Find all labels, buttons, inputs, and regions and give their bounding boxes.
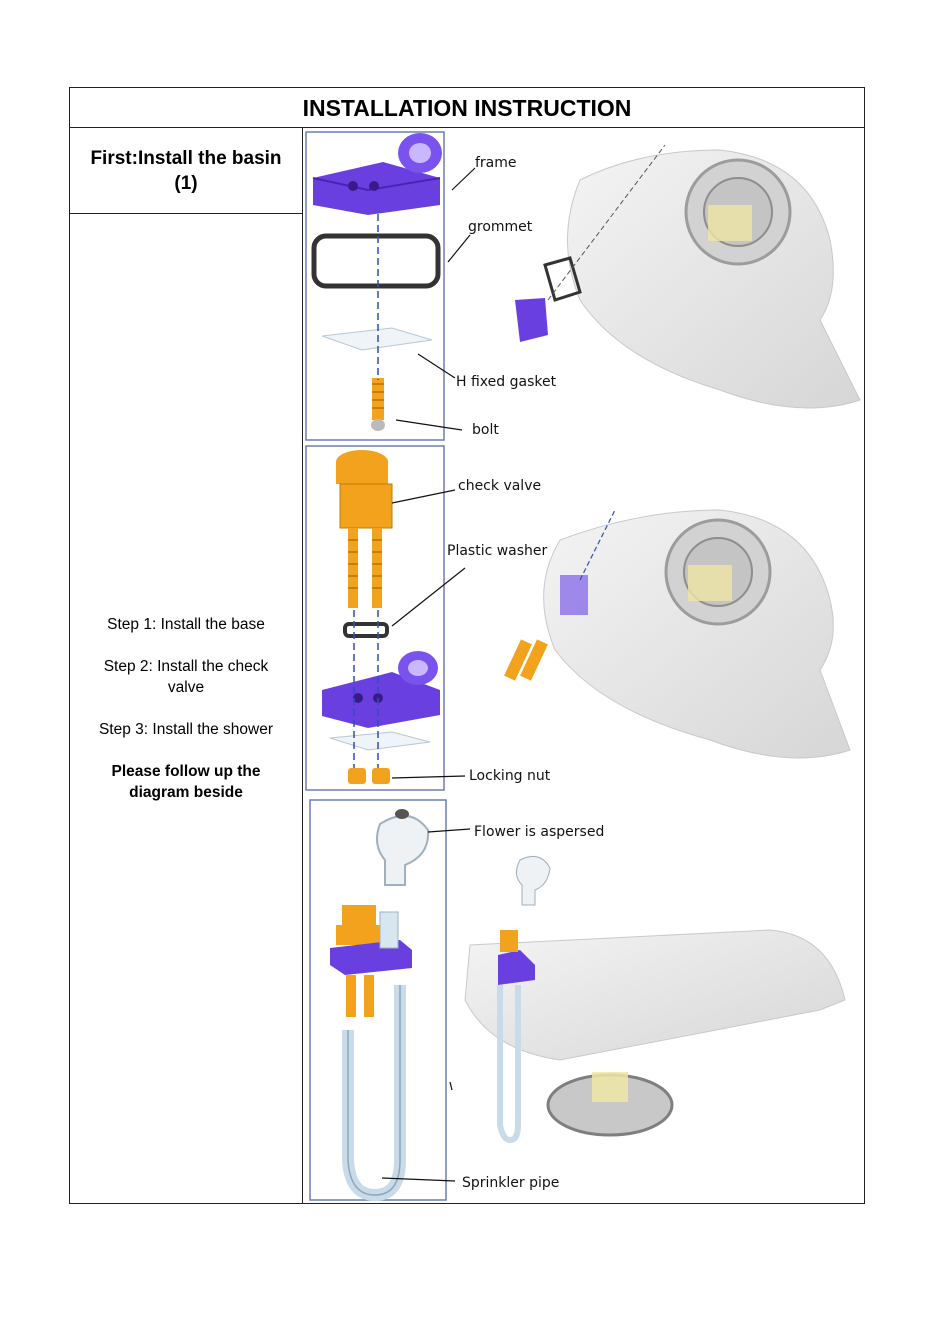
label-frame: frame — [475, 155, 517, 171]
label-grommet: grommet — [468, 219, 533, 235]
shower-head-part — [377, 809, 428, 885]
frame-part — [313, 133, 442, 215]
label-plastic-washer: Plastic washer — [447, 543, 548, 559]
basin-2 — [504, 510, 850, 758]
panel-3-border — [310, 800, 446, 1200]
grommet-part — [314, 236, 438, 286]
label-locking-nut: Locking nut — [469, 768, 551, 784]
label-flower-is-aspersed: Flower is aspersed — [474, 824, 604, 840]
base-part-2 — [322, 651, 440, 750]
check-valve-part — [336, 450, 392, 608]
basin-3 — [465, 856, 845, 1140]
basin-1 — [515, 145, 860, 408]
label-bolt: bolt — [472, 422, 499, 438]
label-h-fixed-gasket: H fixed gasket — [456, 374, 557, 390]
label-sprinkler-pipe: Sprinkler pipe — [462, 1175, 559, 1191]
plastic-washer-part — [345, 624, 387, 636]
locking-nut-part — [348, 768, 390, 784]
label-check-valve: check valve — [458, 478, 541, 494]
bolt-part — [371, 378, 385, 431]
h-gasket-part — [322, 328, 432, 350]
